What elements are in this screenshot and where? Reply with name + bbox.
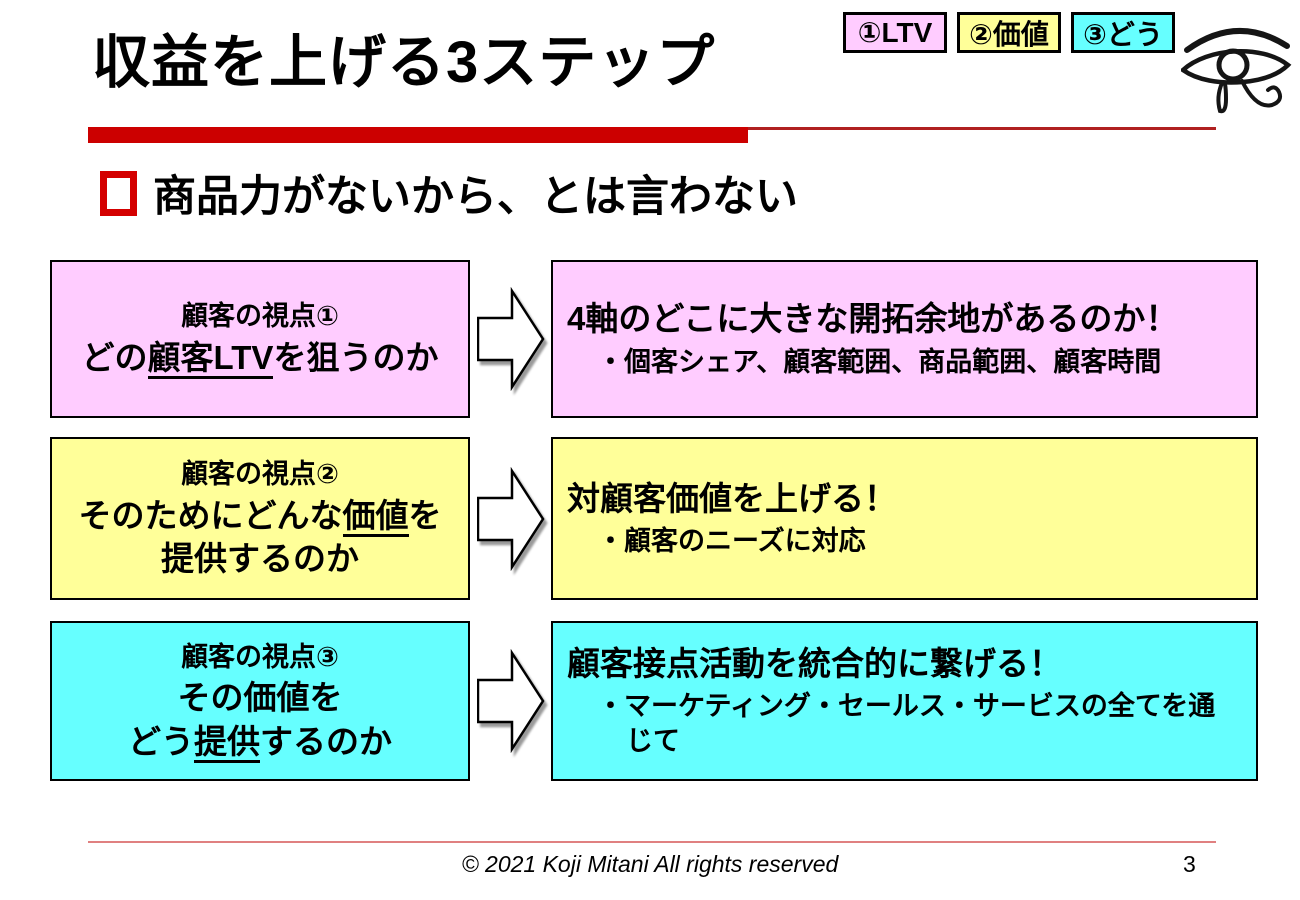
- title-underline-bar: [88, 127, 748, 143]
- row3-left-title: 顧客の視点③: [181, 641, 339, 672]
- copyright-text: © 2021 Koji Mitani All rights reserved: [461, 851, 839, 877]
- footer-divider: [88, 841, 1216, 843]
- row2-right-detail: ・顧客のニーズに対応: [597, 526, 866, 557]
- flow-row-3: 顧客の視点③ その価値を どう提供するのか 顧客接点活動を統合的に繋げる！ ・マ…: [50, 621, 1258, 781]
- row1-left-title: 顧客の視点①: [181, 301, 339, 332]
- page-number: 3: [1183, 851, 1196, 877]
- flow-arrow-icon: [476, 466, 545, 571]
- row1-left-box: 顧客の視点① どの顧客LTVを狙うのか: [50, 260, 470, 418]
- underlined-text: 提供: [194, 722, 260, 763]
- red-square-bullet-icon: [100, 170, 137, 216]
- row1-right-box: 4軸のどこに大きな開拓余地があるのか！ ・個客シェア、顧客範囲、商品範囲、顧客時…: [551, 260, 1258, 418]
- row3-right-detail: ・マーケティング・セールス・サービスの全てを通じて: [597, 691, 1216, 757]
- row2-left-line3: 提供するのか: [161, 540, 359, 578]
- row2-right-headline: 対顧客価値を上げる！: [567, 479, 897, 517]
- flow-arrow-icon: [476, 648, 545, 754]
- title-underline-thin-line: [748, 127, 1216, 130]
- row3-left-line3: どう提供するのか: [128, 720, 392, 764]
- page-title: 収益を上げる3ステップ: [92, 30, 716, 95]
- row1-right-headline: 4軸のどこに大きな開拓余地があるのか！: [567, 300, 1179, 338]
- flow-arrow-icon: [476, 286, 545, 392]
- flow-row-1: 顧客の視点① どの顧客LTVを狙うのか 4軸のどこに大きな開拓余地があるのか！ …: [50, 260, 1258, 418]
- legend-badge-ltv: ①LTV: [843, 12, 947, 53]
- underlined-text: 価値: [342, 496, 409, 537]
- flow-row-2: 顧客の視点② そのためにどんな価値を 提供するのか 対顧客価値を上げる！ ・顧客…: [50, 437, 1258, 600]
- legend: ①LTV ②価値 ③どう: [843, 12, 1175, 53]
- eye-of-horus-icon: [1179, 18, 1293, 121]
- row3-right-box: 顧客接点活動を統合的に繋げる！ ・マーケティング・セールス・サービスの全てを通じ…: [551, 621, 1258, 781]
- row1-left-line2: どの顧客LTVを狙うのか: [82, 336, 438, 380]
- section-heading-text: 商品力がないから、とは言わない: [153, 173, 798, 221]
- row3-left-box: 顧客の視点③ その価値を どう提供するのか: [50, 621, 470, 781]
- row2-left-line2: そのためにどんな価値を: [79, 494, 442, 538]
- row2-right-box: 対顧客価値を上げる！ ・顧客のニーズに対応: [551, 437, 1258, 600]
- row1-right-detail: ・個客シェア、顧客範囲、商品範囲、顧客時間: [597, 346, 1162, 377]
- row3-right-headline: 顧客接点活動を統合的に繋げる！: [567, 644, 1062, 682]
- underlined-text: 顧客LTV: [147, 339, 274, 380]
- row2-left-box: 顧客の視点② そのためにどんな価値を 提供するのか: [50, 437, 470, 600]
- row3-left-line2: その価値を: [177, 679, 343, 717]
- legend-badge-value: ②価値: [957, 12, 1061, 53]
- legend-badge-how: ③どう: [1071, 12, 1175, 53]
- row2-left-title: 顧客の視点②: [181, 459, 339, 490]
- section-heading: 商品力がないから、とは言わない: [100, 162, 798, 224]
